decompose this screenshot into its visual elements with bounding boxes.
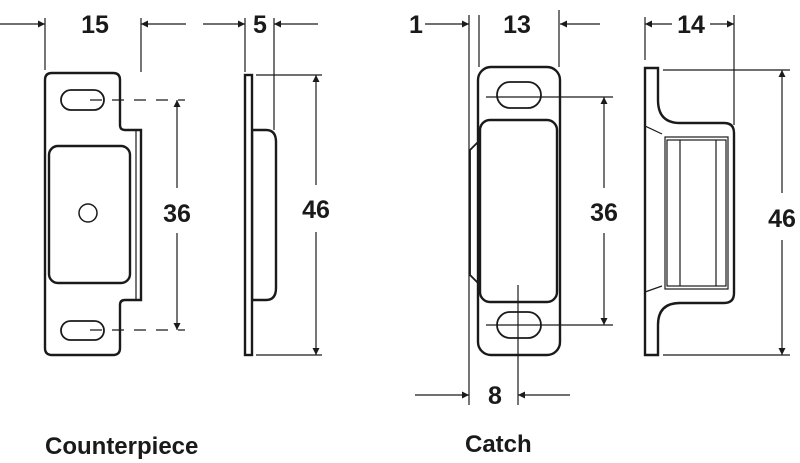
counterpiece-depth-value: 5 xyxy=(253,11,267,39)
counterpiece-side-view xyxy=(243,73,278,357)
catch-width-dimension: 1 13 xyxy=(409,10,600,405)
catch-label: Catch xyxy=(465,431,532,458)
catch-center-offset-dimension: 8 xyxy=(415,382,570,410)
counterpiece-height-value: 46 xyxy=(302,196,330,224)
counterpiece-depth-dimension: 5 xyxy=(203,11,318,130)
catch-offset-value: 1 xyxy=(409,11,423,39)
catch-side-view xyxy=(643,66,736,357)
catch-center-offset-value: 8 xyxy=(488,382,502,410)
counterpiece-hole-spacing-value: 36 xyxy=(163,200,191,228)
counterpiece-width-dimension: 15 xyxy=(0,11,186,72)
counterpiece-width-value: 15 xyxy=(81,11,109,39)
catch-height-value: 46 xyxy=(768,205,796,233)
counterpiece-height-dimension: 46 xyxy=(256,74,330,356)
catch-hole-spacing-value: 36 xyxy=(590,199,618,227)
counterpiece-front-view xyxy=(43,71,185,357)
catch-width-value: 13 xyxy=(503,11,531,39)
catch-height-dimension: 46 xyxy=(663,69,796,356)
catch-depth-value: 14 xyxy=(677,11,705,39)
catch-hole-spacing-dimension: 36 xyxy=(590,97,618,325)
counterpiece-label: Counterpiece xyxy=(45,433,198,460)
counterpiece-hole-spacing-dimension: 36 xyxy=(163,100,191,330)
catch-front-view xyxy=(469,65,613,405)
